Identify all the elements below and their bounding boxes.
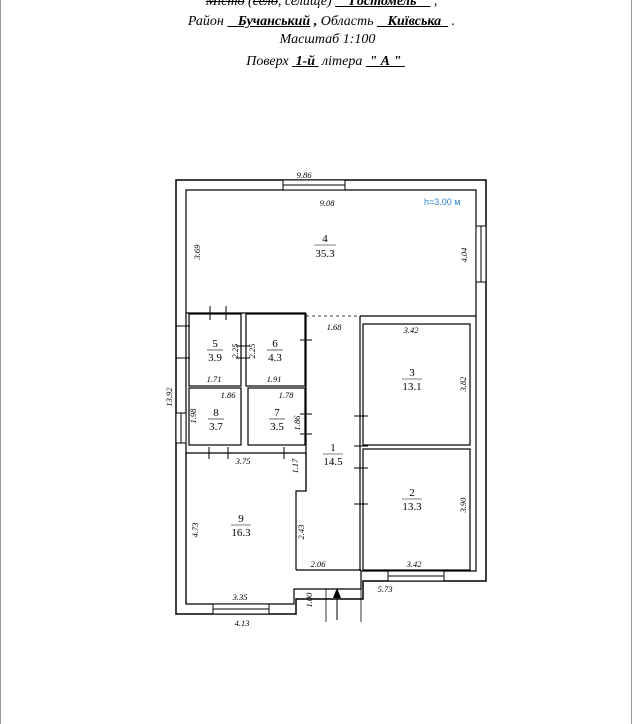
- header-line-location: Місто (село, селище) Гостомель ,: [0, 0, 643, 10]
- room-7-outline: [247, 387, 306, 446]
- page-border-right: [631, 0, 632, 724]
- scale-text: Масштаб 1:100: [279, 32, 376, 47]
- city-comma: ,: [430, 0, 438, 9]
- litera-value: " А ": [369, 54, 402, 69]
- city-value: Гостомель: [349, 0, 417, 9]
- open-paren: (: [244, 0, 253, 9]
- room-4-number: 4: [322, 233, 328, 245]
- litera-label: літера: [322, 54, 363, 69]
- windows: [175, 179, 487, 615]
- dim-top-outer: 9.86: [297, 170, 313, 180]
- room-6-outline: [245, 313, 306, 387]
- dim-room4-width: 9.08: [320, 198, 336, 208]
- dim-room2-bottom: 3.42: [406, 559, 423, 569]
- dim-room4-right: 4.04: [459, 247, 469, 263]
- district-comma: ,: [310, 14, 318, 29]
- room-4-area: 35.3: [315, 248, 335, 260]
- room-6-area: 4.3: [268, 352, 282, 364]
- dim-left-outer: 13.92: [164, 387, 174, 407]
- header-line-region: Район Бучанський , Область Київська .: [0, 14, 643, 30]
- entrance-arrowhead-icon: [333, 588, 341, 598]
- dimension-labels: 9.86 9.08 3.69 4.04 1.68 3.42 3.82 2.25 …: [164, 170, 469, 628]
- room-4-wall: [186, 312, 476, 317]
- dim-corridor-low: 2.43: [296, 525, 306, 540]
- door-ticks: [176, 306, 368, 505]
- district-value: Бучанський: [237, 14, 311, 29]
- room-2-area: 13.3: [402, 501, 422, 513]
- city-value-field: Гостомель: [335, 0, 430, 9]
- room-3-number: 3: [409, 367, 415, 379]
- room-5-outline: [188, 313, 242, 387]
- city-label: Місто: [205, 0, 245, 9]
- dim-entrance-right: 5.73: [378, 584, 393, 594]
- ceiling-height-note: h=3.00 м: [424, 197, 460, 207]
- floor-value-field: 1-й: [292, 54, 318, 69]
- entrance: [325, 588, 362, 622]
- dim-room8-width: 1.86: [221, 390, 237, 400]
- room-5-number: 5: [212, 338, 218, 350]
- village-label: село: [252, 0, 278, 9]
- region-value: Київська: [387, 14, 442, 29]
- room-1-area: 14.5: [323, 456, 343, 468]
- floor-label: Поверх: [246, 54, 289, 69]
- room-labels: 4 35.3 5 3.9 6 4.3 8 3.7 7 3.5 1 14.5 3 …: [207, 233, 422, 539]
- room-9-area: 16.3: [231, 527, 251, 539]
- room-3-outline: [362, 323, 471, 446]
- dim-room9-bottom: 3.35: [232, 592, 248, 602]
- region-value-field: Київська: [377, 14, 448, 29]
- region-dot: .: [448, 14, 456, 29]
- dim-room6-width: 1.91: [267, 374, 282, 384]
- dim-room6-height: 2.25: [247, 344, 257, 359]
- dim-corridor-top: 1.68: [327, 322, 343, 332]
- room-8-area: 3.7: [209, 421, 223, 433]
- room-1-number: 1: [330, 442, 336, 454]
- dim-bottom-outer: 4.13: [235, 618, 250, 628]
- dim-room3-right: 3.82: [458, 376, 468, 393]
- dim-entrance-left: 1.00: [304, 592, 314, 608]
- page-border-left: [0, 0, 1, 724]
- dim-room9-top: 3.75: [235, 456, 251, 466]
- region-label: Область: [320, 14, 374, 29]
- dim-room7-width: 1.78: [279, 390, 295, 400]
- district-value-field: Бучанський: [227, 14, 310, 29]
- room-9-number: 9: [238, 513, 244, 525]
- floor-value: 1-й: [295, 54, 316, 69]
- room-2-number: 2: [409, 487, 415, 499]
- room-8-outline: [188, 387, 242, 446]
- district-label: Район: [187, 14, 224, 29]
- dim-room2-right: 3.90: [458, 497, 468, 514]
- dim-room4-left: 3.69: [192, 244, 202, 261]
- settlement-label: , селище): [277, 0, 332, 9]
- dim-corridor-bottom: 2.06: [311, 559, 327, 569]
- room-7-number: 7: [274, 407, 280, 419]
- room-2-outline: [362, 448, 471, 571]
- room-5-area: 3.9: [208, 352, 222, 364]
- dim-room3-top: 3.42: [403, 325, 420, 335]
- room-7-area: 3.5: [270, 421, 284, 433]
- room-3-area: 13.1: [402, 381, 421, 393]
- room-8-number: 8: [213, 407, 219, 419]
- header-line-floor: Поверх 1-й літера " А ": [0, 54, 643, 70]
- dim-room9-left: 4.73: [190, 523, 200, 538]
- dim-corridor-side: 1.17: [290, 458, 300, 474]
- litera-value-field: " А ": [366, 54, 405, 69]
- dim-room5-height: 2.25: [230, 344, 240, 359]
- dim-room7-height: 1.86: [292, 415, 302, 431]
- room-6-number: 6: [272, 338, 278, 350]
- dim-room5-width: 1.71: [207, 374, 222, 384]
- dim-room8-height: 1.98: [188, 408, 198, 424]
